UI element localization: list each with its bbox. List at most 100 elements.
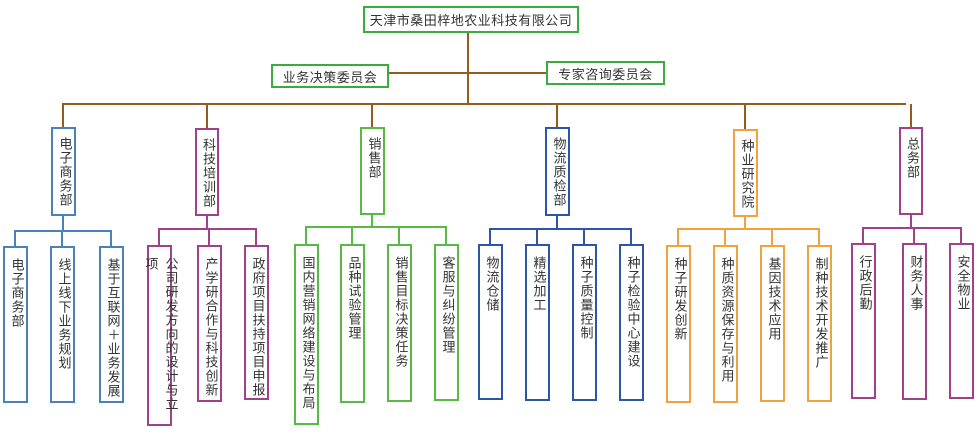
- department-label: 总务部: [904, 137, 919, 179]
- department-drop-line: [556, 104, 558, 127]
- sub-unit-label: 客服与纠纷管理: [439, 256, 455, 354]
- sub-drop-line: [536, 228, 538, 244]
- committee-label: 业务决策委员会: [282, 70, 378, 86]
- sub-bus-line: [489, 228, 632, 230]
- trunk-line: [467, 33, 469, 105]
- committee-expert-consulting: 专家咨询委员会: [546, 61, 665, 85]
- department-drop-line: [371, 104, 373, 127]
- department-child-connector: [62, 216, 64, 230]
- sub-unit-node: 基因技术应用: [760, 245, 785, 402]
- department-child-connector: [556, 216, 558, 228]
- sub-drop-line: [398, 226, 400, 244]
- sub-unit-node: 安全物业: [949, 243, 974, 399]
- sub-unit-label: 销售目标决策任务: [392, 256, 408, 368]
- sub-drop-line: [862, 227, 864, 243]
- sub-unit-node: 基于互联网＋业务发展: [99, 246, 124, 403]
- sub-unit-node: 种子检验中心建设: [619, 244, 644, 401]
- sub-unit-node: 精选加工: [525, 244, 550, 401]
- company-name: 天津市桑田梓地农业科技有限公司: [369, 14, 573, 29]
- sub-bus-line: [14, 230, 112, 232]
- sub-bus-line: [305, 226, 447, 228]
- sub-drop-line: [818, 228, 820, 245]
- department-node: 总务部: [899, 127, 923, 215]
- department-label: 销售部: [365, 137, 381, 179]
- sub-unit-node: 种子质量控制: [572, 244, 597, 401]
- sub-unit-label: 种质资源保存与利用: [718, 257, 734, 383]
- sub-unit-node: 公司研发方向的设计与立项: [143, 245, 178, 426]
- sub-unit-node: 国内营销网络建设与布局: [294, 244, 319, 425]
- sub-unit-node: 电子商务部: [3, 246, 28, 403]
- sub-unit-node: 种子研发创新: [666, 245, 691, 403]
- sub-unit-label: 种子检验中心建设: [624, 256, 640, 368]
- department-label: 物流质检部: [550, 137, 566, 207]
- department-bus-line: [62, 103, 906, 105]
- department-node: 种业研究院: [733, 129, 758, 217]
- committee-label: 专家咨询委员会: [558, 67, 653, 83]
- department-child-connector: [910, 215, 912, 227]
- department-drop-line: [206, 104, 208, 128]
- sub-unit-label: 公司研发方向的设计与立项: [142, 257, 178, 411]
- company-root-node: 天津市桑田梓地农业科技有限公司: [363, 6, 579, 33]
- department-drop-line: [744, 104, 746, 129]
- sub-drop-line: [351, 226, 353, 244]
- sub-unit-label: 精选加工: [530, 256, 546, 312]
- sub-unit-node: 财务人事: [902, 243, 927, 400]
- committee-business-decision: 业务决策委员会: [271, 64, 389, 88]
- sub-unit-node: 线上线下业务规划: [50, 246, 75, 403]
- sub-drop-line: [305, 226, 307, 244]
- sub-drop-line: [489, 228, 491, 244]
- sub-unit-node: 物流仓储: [478, 244, 503, 400]
- sub-unit-label: 产学研合作与科技创新: [202, 257, 218, 397]
- department-label: 种业研究院: [738, 139, 754, 209]
- sub-drop-line: [630, 228, 632, 244]
- sub-unit-node: 客服与纠纷管理: [434, 244, 459, 401]
- sub-unit-label: 电子商务部: [8, 258, 24, 328]
- sub-drop-line: [445, 226, 447, 244]
- sub-unit-node: 销售目标决策任务: [387, 244, 412, 402]
- sub-unit-node: 种质资源保存与利用: [713, 245, 738, 403]
- sub-bus-line: [677, 228, 820, 230]
- committee-connector-line: [389, 72, 546, 74]
- sub-drop-line: [208, 228, 210, 245]
- department-child-connector: [371, 215, 373, 226]
- department-node: 科技培训部: [195, 128, 219, 216]
- sub-unit-label: 种子研发创新: [671, 257, 687, 341]
- department-node: 销售部: [360, 127, 385, 215]
- sub-drop-line: [158, 228, 160, 245]
- sub-drop-line: [960, 227, 962, 243]
- sub-unit-node: 制种技术开发推广: [807, 245, 832, 402]
- department-child-connector: [744, 217, 746, 228]
- sub-unit-label: 财务人事: [907, 255, 923, 311]
- sub-unit-label: 行政后勤: [856, 255, 872, 311]
- sub-unit-label: 基于互联网＋业务发展: [104, 258, 120, 398]
- sub-drop-line: [255, 228, 257, 245]
- department-node: 电子商务部: [51, 127, 76, 216]
- sub-drop-line: [913, 227, 915, 243]
- sub-unit-label: 品种试验管理: [345, 256, 361, 340]
- sub-unit-label: 种子质量控制: [577, 256, 593, 340]
- sub-unit-node: 产学研合作与科技创新: [197, 245, 222, 402]
- sub-unit-label: 基因技术应用: [765, 257, 781, 341]
- sub-drop-line: [771, 228, 773, 245]
- department-drop-line: [910, 104, 912, 127]
- sub-drop-line: [677, 228, 679, 245]
- department-child-connector: [206, 216, 208, 228]
- sub-unit-label: 制种技术开发推广: [812, 257, 828, 369]
- department-label: 科技培训部: [200, 138, 215, 208]
- sub-unit-label: 安全物业: [954, 255, 970, 311]
- department-drop-line: [62, 104, 64, 127]
- sub-unit-label: 线上线下业务规划: [55, 258, 71, 370]
- department-label: 电子商务部: [56, 137, 72, 207]
- sub-bus-line: [862, 227, 962, 229]
- sub-drop-line: [583, 228, 585, 244]
- sub-unit-label: 政府项目扶持项目申报: [249, 257, 265, 397]
- sub-drop-line: [61, 230, 63, 246]
- sub-unit-node: 品种试验管理: [340, 244, 365, 403]
- sub-unit-node: 行政后勤: [851, 243, 876, 399]
- sub-drop-line: [14, 230, 16, 246]
- sub-drop-line: [724, 228, 726, 245]
- department-node: 物流质检部: [545, 127, 570, 216]
- sub-unit-label: 国内营销网络建设与布局: [299, 256, 315, 410]
- sub-drop-line: [110, 230, 112, 246]
